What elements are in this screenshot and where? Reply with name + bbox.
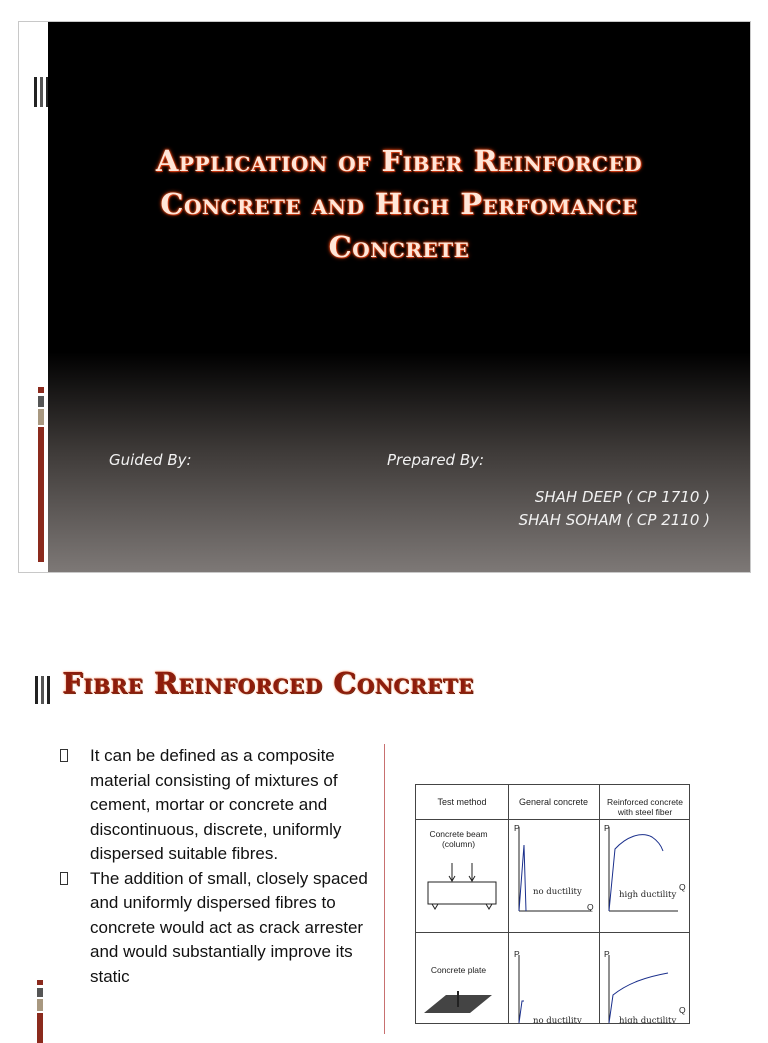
axis-q-label: Q (679, 882, 686, 892)
slide-title: Application of Fiber Reinforced Concrete… (89, 140, 709, 269)
accent-bars (38, 387, 44, 562)
accent-bars (37, 980, 43, 1043)
figure-column-line (508, 785, 509, 1023)
bullet-text: It can be defined as a composite materia… (90, 746, 342, 863)
graph-caption-no-ductility: no ductility (533, 1016, 582, 1024)
slide-heading: Fibre Reinforced Concrete (62, 666, 474, 700)
plate-diagram (424, 991, 492, 1013)
content-slide: Fibre Reinforced Concrete It can be defi… (18, 640, 751, 1043)
title-slide-background (48, 22, 750, 572)
graph-general-beam (518, 827, 591, 912)
list-item: It can be defined as a composite materia… (60, 744, 380, 867)
axis-p-label: P (514, 823, 520, 833)
list-item: The addition of small, closely spaced an… (60, 867, 380, 990)
axis-q-label: Q (587, 902, 594, 912)
axis-q-label: Q (679, 1005, 686, 1015)
graph-caption-high-ductility: high ductility (619, 1016, 677, 1024)
graph-caption-no-ductility: no ductility (533, 887, 582, 897)
graph-caption-high-ductility: high ductility (619, 890, 677, 900)
author-1: SHAH DEEP ( CP 1710 ) (534, 488, 710, 506)
figure-header-test-method: Test method (437, 797, 487, 807)
figure-row-label-plate: Concrete plate (430, 965, 487, 975)
beam-diagram (427, 863, 497, 910)
slide-title-line-1: Application of Fiber Reinforced (155, 144, 643, 178)
figure-row-label-beam: Concrete beam (column) (429, 829, 488, 849)
axis-p-label: P (604, 949, 610, 959)
title-slide: Application of Fiber Reinforced Concrete… (18, 21, 751, 573)
bullet-text: The addition of small, closely spaced an… (90, 868, 368, 986)
figure-column-line (599, 785, 600, 1023)
axis-p-label: P (514, 949, 520, 959)
bullet-list: It can be defined as a composite materia… (60, 744, 380, 989)
graph-reinforced-plate (608, 955, 669, 1023)
bullet-icon (60, 749, 68, 762)
slide-title-line-3: Concrete (328, 230, 470, 264)
comparison-figure: Test method General concrete Reinforced … (415, 784, 690, 1024)
slide-marker-icon (35, 676, 50, 704)
guided-by-label: Guided By: (109, 451, 192, 469)
axis-p-label: P (604, 823, 610, 833)
figure-graphics (424, 827, 678, 1023)
figure-header-row (416, 785, 689, 820)
author-2: SHAH SOHAM ( CP 2110 ) (518, 511, 710, 529)
bullet-icon (60, 871, 68, 885)
figure-header-reinforced: Reinforced concrete with steel fiber (606, 797, 684, 817)
slide-title-line-2: Concrete and High Perfomance (160, 187, 638, 221)
figure-row-line (416, 932, 689, 933)
figure-header-general: General concrete (518, 797, 589, 807)
graph-general-plate (518, 955, 524, 1023)
column-divider (384, 744, 385, 1034)
graph-reinforced-beam (608, 827, 678, 912)
slide-marker-icon (34, 77, 49, 107)
prepared-by-label: Prepared By: (387, 451, 485, 469)
